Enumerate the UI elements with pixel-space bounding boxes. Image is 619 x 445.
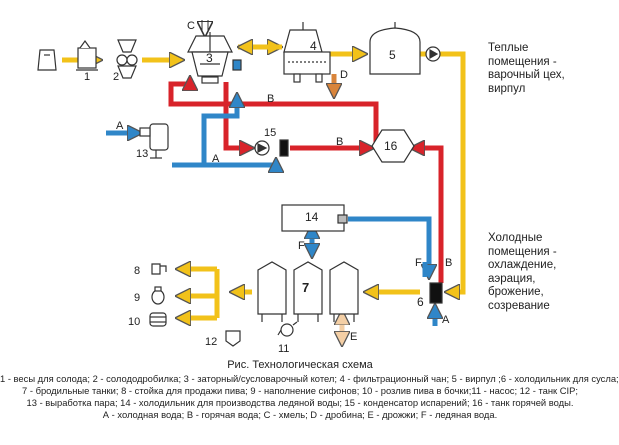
- label-3: 3: [206, 51, 213, 65]
- legend-line-3: 13 - выработка пара; 14 - холодильник дл…: [26, 397, 574, 408]
- fermentation-tanks-icon: [257, 261, 359, 322]
- hot-16-to-3: [168, 78, 379, 148]
- cold-water-lines: [106, 95, 435, 326]
- label-a1: A: [116, 120, 124, 132]
- pump-icon: [425, 46, 441, 62]
- legend-line-1: 1 - весы для солода; 2 - солододробилка;…: [0, 373, 619, 384]
- label-16: 16: [384, 139, 398, 153]
- whirlpool-icon: [369, 22, 421, 75]
- scheme-labels: 1 2 3 4 5 6 7 8 9 10 11 12 13 14 15 16 A…: [84, 20, 452, 355]
- malt-mill-icon: [116, 39, 138, 79]
- mash-kettle-icon: [187, 32, 242, 84]
- malt-scale-icon: [37, 39, 98, 71]
- equipment: [37, 22, 443, 347]
- flow-pump-to-6: [440, 51, 466, 292]
- label-b2: B: [336, 136, 343, 148]
- label-9: 9: [134, 292, 140, 304]
- label-5: 5: [389, 48, 396, 62]
- lauter-tun-icon: [283, 22, 331, 83]
- label-f1: F: [298, 240, 305, 252]
- flow-pipes: [62, 20, 466, 344]
- wort-chiller-icon: [429, 282, 443, 304]
- label-c: C: [187, 20, 195, 32]
- hot-water-tank-icon: [371, 129, 415, 163]
- label-d: D: [340, 69, 348, 81]
- figure-title: Рис. Технологическая схема: [227, 359, 373, 371]
- ice-water-chiller-icon: [281, 204, 348, 232]
- label-e: E: [350, 331, 357, 343]
- beer-tap-icon: [151, 263, 167, 275]
- label-10: 10: [128, 316, 140, 328]
- cold-a-to-15: [204, 160, 276, 165]
- transfer-pump-icon: [277, 321, 298, 337]
- cold-zone-note: Холодные помещения - охлаждение, аэрация…: [488, 232, 557, 312]
- label-f2: F: [415, 257, 422, 269]
- label-12: 12: [205, 336, 217, 348]
- cold-a-to-3: [172, 95, 237, 168]
- siphon-filler-icon: [151, 286, 165, 305]
- cip-tank-icon: [225, 330, 241, 347]
- label-b1: B: [267, 93, 274, 105]
- label-11: 11: [278, 343, 289, 355]
- label-13: 13: [136, 148, 148, 160]
- label-b3: B: [445, 257, 452, 269]
- label-8: 8: [134, 265, 140, 277]
- label-6: 6: [417, 295, 424, 309]
- label-a2: A: [212, 153, 220, 165]
- legend-line-2: 7 - бродильные танки; 8 - стойка для про…: [22, 385, 578, 396]
- label-4: 4: [310, 39, 317, 53]
- label-7: 7: [302, 280, 309, 295]
- label-14: 14: [305, 210, 319, 224]
- label-15: 15: [264, 127, 276, 139]
- hot-6-to-16: [412, 148, 444, 283]
- cold-14-to-6: [348, 216, 429, 277]
- product-flow-lines: [62, 51, 466, 318]
- label-1: 1: [84, 71, 90, 83]
- vapor-condenser-icon: [254, 139, 289, 157]
- warm-zone-note: Теплые помещения - варочный цех, вирпул: [488, 42, 565, 95]
- label-a3: A: [442, 314, 450, 326]
- legend-line-4: А - холодная вода; В - горячая вода; С -…: [102, 409, 498, 420]
- label-2: 2: [113, 71, 119, 83]
- steam-generator-icon: [139, 123, 169, 159]
- hot-3-to-15: [223, 82, 252, 148]
- process-scheme: 1 2 3 4 5 6 7 8 9 10 11 12 13 14 15 16 A…: [37, 20, 466, 355]
- keg-icon: [149, 312, 167, 327]
- hot-water-lines: [168, 78, 444, 283]
